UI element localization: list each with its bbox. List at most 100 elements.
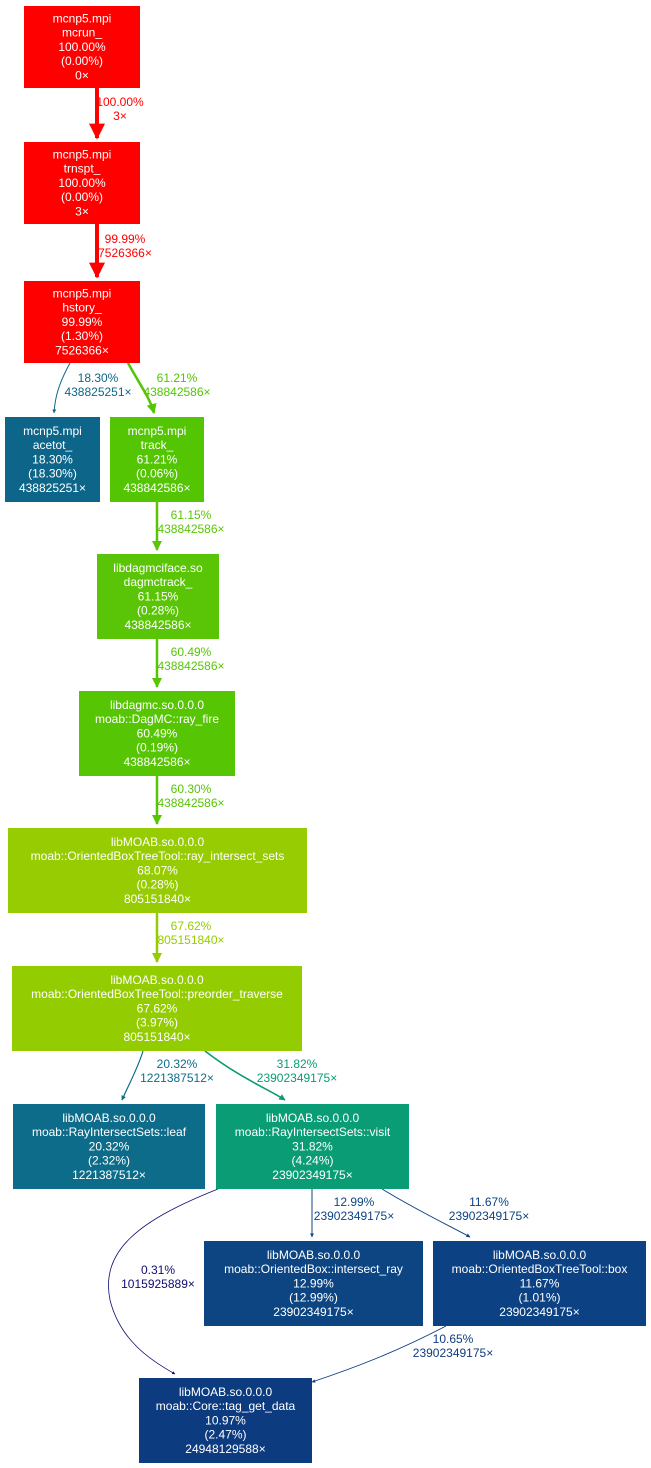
node-function: acetot_ — [33, 438, 73, 452]
node-preorder[interactable]: libMOAB.so.0.0.0moab::OrientedBoxTreeToo… — [12, 966, 302, 1051]
node-calls: 1221387512× — [72, 1168, 146, 1182]
edge-percent-label: 0.31% — [141, 1263, 175, 1277]
edge-box-to-tagdata — [311, 1325, 447, 1383]
edge-percent-label: 99.99% — [105, 232, 146, 246]
node-module: libMOAB.so.0.0.0 — [266, 1111, 360, 1125]
node-calls: 438842586× — [124, 618, 191, 632]
node-module: libMOAB.so.0.0.0 — [111, 835, 205, 849]
edge-percent-label: 61.15% — [171, 508, 212, 522]
node-calls: 23902349175× — [272, 1168, 352, 1182]
node-box — [5, 417, 100, 502]
node-leaf[interactable]: libMOAB.so.0.0.0moab::RayIntersectSets::… — [13, 1104, 205, 1189]
node-calls: 24948129588× — [185, 1442, 265, 1456]
edge-calls-label: 23902349175× — [449, 1209, 529, 1223]
node-box — [79, 691, 235, 776]
edge-calls-label: 805151840× — [157, 933, 224, 947]
node-module: libMOAB.so.0.0.0 — [110, 973, 204, 987]
node-calls: 438842586× — [123, 755, 190, 769]
node-function: trnspt_ — [64, 162, 101, 176]
node-function: track_ — [141, 438, 174, 452]
node-total-percent: 100.00% — [58, 40, 106, 54]
edge-preorder-to-visit — [204, 1050, 286, 1101]
node-calls: 3× — [75, 204, 89, 218]
edge-labels-layer: 100.00%3×99.99%7526366×18.30%438825251×6… — [64, 95, 529, 1360]
node-total-percent: 20.32% — [89, 1139, 130, 1153]
node-total-percent: 99.99% — [62, 315, 103, 329]
node-rayisect[interactable]: libMOAB.so.0.0.0moab::OrientedBoxTreeToo… — [8, 828, 307, 913]
node-total-percent: 12.99% — [293, 1276, 334, 1290]
node-calls: 23902349175× — [499, 1305, 579, 1319]
edge-percent-label: 11.67% — [469, 1195, 509, 1209]
node-self-percent: (1.01%) — [518, 1291, 560, 1305]
node-visit[interactable]: libMOAB.so.0.0.0moab::RayIntersectSets::… — [216, 1104, 409, 1189]
node-module: mcnp5.mpi — [23, 424, 82, 438]
node-total-percent: 10.97% — [205, 1413, 246, 1427]
node-module: mcnp5.mpi — [128, 424, 187, 438]
node-self-percent: (0.06%) — [136, 467, 178, 481]
edge-calls-label: 23902349175× — [257, 1071, 337, 1085]
node-box — [13, 1104, 205, 1189]
node-self-percent: (12.99%) — [289, 1291, 338, 1305]
node-self-percent: (0.28%) — [137, 604, 179, 618]
node-isectray[interactable]: libMOAB.so.0.0.0moab::OrientedBox::inter… — [204, 1241, 423, 1326]
node-box — [204, 1241, 423, 1326]
node-total-percent: 11.67% — [520, 1276, 560, 1290]
edge-percent-label: 60.49% — [171, 645, 212, 659]
edge-calls-label: 438842586× — [157, 659, 224, 673]
edge-visit-to-tagdata — [108, 1188, 219, 1375]
edge-percent-label: 12.99% — [334, 1195, 375, 1209]
node-box — [8, 828, 307, 913]
node-self-percent: (2.32%) — [88, 1154, 130, 1168]
node-module: libdagmc.so.0.0.0 — [110, 698, 204, 712]
edge-percent-label: 31.82% — [277, 1057, 318, 1071]
node-total-percent: 60.49% — [137, 726, 178, 740]
edge-calls-label: 1015925889× — [121, 1277, 195, 1291]
edge-calls-label: 1221387512× — [140, 1071, 214, 1085]
edge-percent-label: 100.00% — [96, 95, 144, 109]
edge-calls-label: 23902349175× — [413, 1346, 493, 1360]
node-function: mcrun_ — [62, 26, 102, 40]
node-module: libMOAB.so.0.0.0 — [179, 1385, 273, 1399]
node-total-percent: 61.15% — [138, 589, 179, 603]
node-box[interactable]: libMOAB.so.0.0.0moab::OrientedBoxTreeToo… — [433, 1241, 646, 1326]
node-self-percent: (18.30%) — [28, 467, 77, 481]
edge-calls-label: 23902349175× — [314, 1209, 394, 1223]
node-function: moab::OrientedBoxTreeTool::box — [452, 1262, 628, 1276]
node-calls: 438825251× — [19, 481, 86, 495]
node-module: libMOAB.so.0.0.0 — [493, 1248, 587, 1262]
node-total-percent: 67.62% — [137, 1001, 178, 1015]
node-box — [139, 1378, 312, 1463]
node-function: moab::Core::tag_get_data — [156, 1399, 296, 1413]
edge-calls-label: 3× — [113, 109, 127, 123]
node-module: mcnp5.mpi — [53, 287, 112, 301]
node-total-percent: 100.00% — [58, 176, 106, 190]
node-box — [24, 142, 140, 224]
node-self-percent: (0.28%) — [136, 878, 178, 892]
node-box — [24, 281, 140, 363]
node-calls: 0× — [75, 68, 89, 82]
node-tagdata[interactable]: libMOAB.so.0.0.0moab::Core::tag_get_data… — [139, 1378, 312, 1463]
edge-hstory-to-track — [126, 362, 157, 414]
node-dagmctrack[interactable]: libdagmciface.sodagmctrack_61.15%(0.28%)… — [97, 554, 219, 639]
node-rayfire[interactable]: libdagmc.so.0.0.0moab::DagMC::ray_fire60… — [79, 691, 235, 776]
edge-calls-label: 438842586× — [143, 385, 210, 399]
edge-calls-label: 438825251× — [64, 385, 131, 399]
node-function: dagmctrack_ — [124, 575, 193, 589]
edge-preorder-to-leaf — [121, 1050, 144, 1101]
edge-calls-label: 438842586× — [157, 522, 224, 536]
node-function: moab::DagMC::ray_fire — [95, 712, 219, 726]
node-box — [433, 1241, 646, 1326]
node-box — [24, 6, 140, 88]
node-box — [97, 554, 219, 639]
node-function: moab::OrientedBoxTreeTool::preorder_trav… — [31, 987, 283, 1001]
node-box — [12, 966, 302, 1051]
node-box — [216, 1104, 409, 1189]
node-total-percent: 31.82% — [292, 1139, 333, 1153]
